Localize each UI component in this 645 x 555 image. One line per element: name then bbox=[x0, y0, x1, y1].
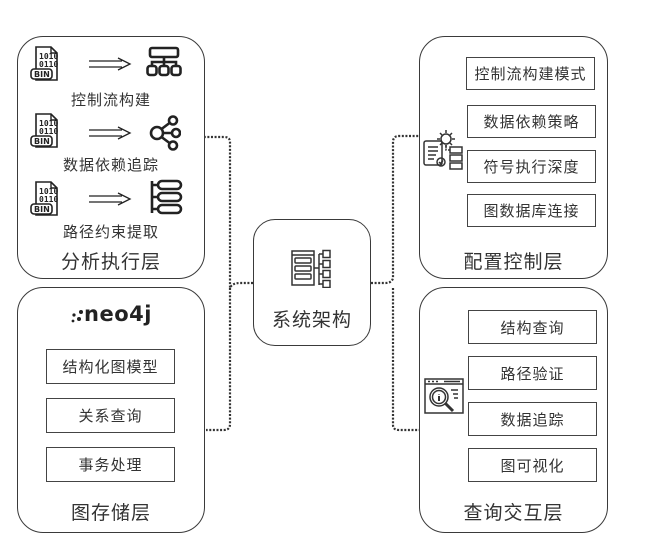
storage-layer-title: 图存储层 bbox=[70, 502, 151, 524]
config-item: 图数据库连接 bbox=[467, 194, 596, 227]
row-label-path-constraint: 路径约束提取 bbox=[62, 223, 159, 241]
storage-item: 关系查询 bbox=[46, 398, 175, 433]
neo4j-wordmark: neo4j bbox=[84, 302, 152, 326]
storage-item: 结构化图模型 bbox=[46, 349, 175, 384]
binary-file-icon: 1010 0110 BIN bbox=[30, 181, 58, 216]
stacked-list-icon bbox=[150, 179, 183, 215]
row-label-data-dependency: 数据依赖追踪 bbox=[62, 156, 159, 174]
config-item: 控制流构建模式 bbox=[466, 57, 595, 90]
config-item: 数据依赖策略 bbox=[467, 105, 596, 138]
svg-text:1010: 1010 bbox=[39, 187, 58, 196]
double-arrow-right-icon bbox=[89, 192, 132, 206]
system-architecture-title: 系统架构 bbox=[271, 309, 352, 331]
neo4j-dots-icon bbox=[71, 310, 84, 323]
connector-center-to-analysis bbox=[204, 135, 253, 289]
neo4j-logo: neo4j bbox=[18, 302, 204, 326]
query-layer-title: 查询交互层 bbox=[463, 502, 564, 524]
svg-text:0110: 0110 bbox=[39, 195, 58, 204]
query-layer-panel: 结构查询 路径验证 数据追踪 图可视化 查询交互层 bbox=[419, 287, 608, 533]
query-item: 图可视化 bbox=[468, 448, 597, 482]
query-item: 路径验证 bbox=[468, 356, 597, 390]
architecture-tree-icon bbox=[291, 249, 331, 288]
config-gear-document-icon bbox=[423, 130, 463, 170]
storage-item: 事务处理 bbox=[46, 447, 175, 482]
svg-text:1010: 1010 bbox=[39, 119, 58, 128]
svg-text:0110: 0110 bbox=[39, 60, 58, 69]
storage-layer-panel: neo4j 结构化图模型 关系查询 事务处理 图存储层 bbox=[17, 287, 205, 533]
svg-text:1010: 1010 bbox=[39, 52, 58, 61]
hierarchy-tree-icon bbox=[146, 46, 182, 77]
connector-center-to-config bbox=[371, 134, 420, 285]
config-item: 符号执行深度 bbox=[467, 150, 596, 183]
double-arrow-right-icon bbox=[89, 126, 132, 140]
connector-center-to-storage bbox=[206, 288, 232, 432]
double-arrow-right-icon bbox=[89, 57, 132, 71]
analysis-layer-panel: 1010 0110 BIN 控制流构建 1010 0110 BIN bbox=[17, 36, 205, 279]
system-architecture-panel: 系统架构 bbox=[253, 219, 371, 346]
analysis-layer-title: 分析执行层 bbox=[60, 251, 161, 273]
svg-text:BIN: BIN bbox=[34, 137, 50, 146]
row-label-control-flow: 控制流构建 bbox=[70, 91, 151, 109]
connector-center-to-query bbox=[391, 288, 420, 432]
svg-text:0110: 0110 bbox=[39, 127, 58, 136]
search-info-window-icon bbox=[424, 378, 464, 414]
config-layer-panel: 控制流构建模式 数据依赖策略 符号执行深度 图数据库连接 配置控制层 bbox=[419, 36, 608, 279]
svg-text:BIN: BIN bbox=[34, 70, 50, 79]
config-layer-title: 配置控制层 bbox=[463, 251, 564, 273]
share-nodes-icon bbox=[149, 115, 181, 151]
query-item: 结构查询 bbox=[468, 310, 597, 344]
svg-text:BIN: BIN bbox=[34, 205, 50, 214]
binary-file-icon: 1010 0110 BIN bbox=[30, 113, 58, 148]
query-item: 数据追踪 bbox=[468, 402, 597, 436]
binary-file-icon: 1010 0110 BIN bbox=[30, 46, 58, 81]
